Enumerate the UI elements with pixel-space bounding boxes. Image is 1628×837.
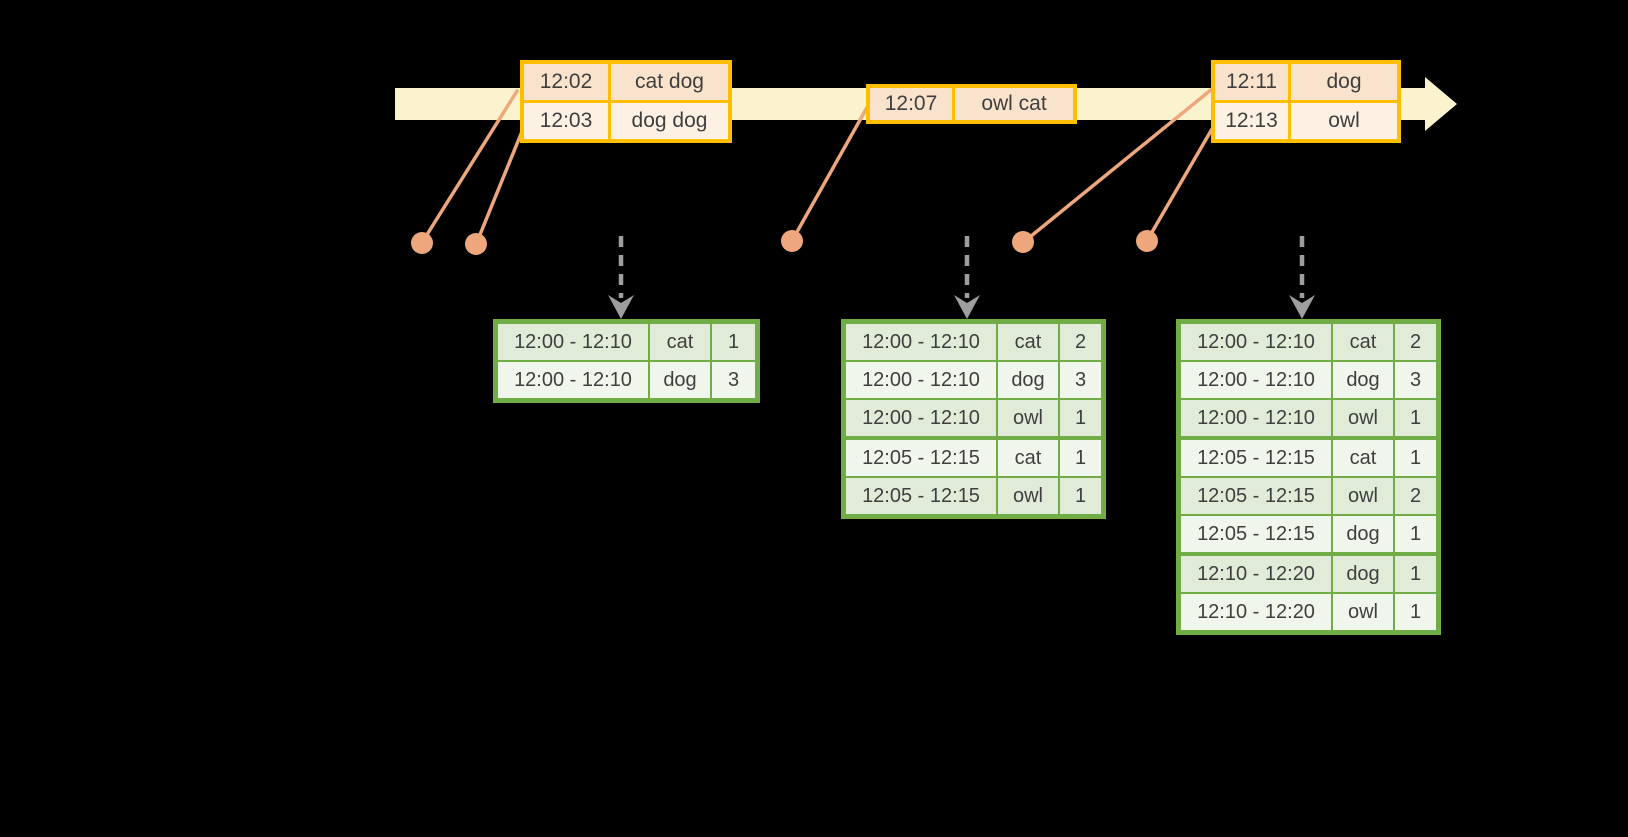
word-cell: owl xyxy=(1333,400,1393,436)
event-box-2: 12:07 owl cat xyxy=(866,84,1077,124)
word-cell: dog xyxy=(650,362,710,398)
trigger-arrow-1-head xyxy=(608,295,634,319)
result-row: 12:00 - 12:10 cat 2 xyxy=(1181,324,1436,360)
window-cell: 12:05 - 12:15 xyxy=(1181,516,1331,552)
event-dot-3 xyxy=(781,230,803,252)
event-dot-1 xyxy=(411,232,433,254)
result-table-1: 12:00 - 12:10 cat 1 12:00 - 12:10 dog 3 xyxy=(493,319,760,403)
event-time: 12:02 xyxy=(524,64,608,100)
window-cell: 12:00 - 12:10 xyxy=(846,362,996,398)
trigger-arrow-3-head xyxy=(1289,295,1315,319)
event-words: owl xyxy=(1291,103,1397,139)
event-words: cat dog xyxy=(611,64,728,100)
timeline-arrowhead xyxy=(1425,77,1457,131)
event-row: 12:13 owl xyxy=(1215,103,1397,139)
result-row: 12:10 - 12:20 dog 1 xyxy=(1181,556,1436,592)
result-row: 12:00 - 12:10 cat 1 xyxy=(498,324,755,360)
word-cell: dog xyxy=(1333,556,1393,592)
count-cell: 3 xyxy=(1395,362,1436,398)
window-cell: 12:00 - 12:10 xyxy=(1181,324,1331,360)
event-time: 12:07 xyxy=(870,88,952,120)
window-cell: 12:10 - 12:20 xyxy=(1181,556,1331,592)
word-cell: cat xyxy=(998,440,1058,476)
word-cell: cat xyxy=(1333,440,1393,476)
count-cell: 1 xyxy=(1395,556,1436,592)
event-time: 12:11 xyxy=(1215,64,1288,100)
event-row: 12:11 dog xyxy=(1215,64,1397,100)
word-cell: owl xyxy=(998,400,1058,436)
event-words: dog xyxy=(1291,64,1397,100)
event-time: 12:03 xyxy=(524,103,608,139)
count-cell: 1 xyxy=(1395,400,1436,436)
window-cell: 12:10 - 12:20 xyxy=(1181,594,1331,630)
event-time: 12:13 xyxy=(1215,103,1288,139)
connector-line-2 xyxy=(475,127,525,244)
count-cell: 3 xyxy=(712,362,755,398)
result-row: 12:05 - 12:15 dog 1 xyxy=(1181,516,1436,552)
result-row: 12:10 - 12:20 owl 1 xyxy=(1181,594,1436,630)
count-cell: 2 xyxy=(1395,478,1436,514)
word-cell: owl xyxy=(1333,594,1393,630)
window-cell: 12:05 - 12:15 xyxy=(1181,440,1331,476)
event-dot-2 xyxy=(465,233,487,255)
event-row: 12:03 dog dog xyxy=(524,103,728,139)
word-cell: dog xyxy=(1333,516,1393,552)
result-row: 12:00 - 12:10 cat 2 xyxy=(846,324,1101,360)
result-row: 12:00 - 12:10 dog 3 xyxy=(498,362,755,398)
result-row: 12:05 - 12:15 cat 1 xyxy=(846,440,1101,476)
event-box-1: 12:02 cat dog 12:03 dog dog xyxy=(520,60,732,143)
window-cell: 12:00 - 12:10 xyxy=(498,362,648,398)
result-row: 12:00 - 12:10 dog 3 xyxy=(1181,362,1436,398)
count-cell: 1 xyxy=(1395,594,1436,630)
word-cell: cat xyxy=(650,324,710,360)
count-cell: 1 xyxy=(1060,478,1101,514)
result-table-2: 12:00 - 12:10 cat 2 12:00 - 12:10 dog 3 … xyxy=(841,319,1106,519)
trigger-arrow-2-head xyxy=(954,295,980,319)
count-cell: 1 xyxy=(1060,440,1101,476)
result-row: 12:00 - 12:10 dog 3 xyxy=(846,362,1101,398)
window-cell: 12:00 - 12:10 xyxy=(846,400,996,436)
event-words: owl cat xyxy=(955,88,1073,120)
count-cell: 1 xyxy=(1395,440,1436,476)
word-cell: owl xyxy=(1333,478,1393,514)
window-cell: 12:00 - 12:10 xyxy=(846,324,996,360)
result-row: 12:05 - 12:15 cat 1 xyxy=(1181,440,1436,476)
word-cell: cat xyxy=(998,324,1058,360)
window-cell: 12:05 - 12:15 xyxy=(846,440,996,476)
event-row: 12:02 cat dog xyxy=(524,64,728,100)
count-cell: 1 xyxy=(1060,400,1101,436)
trigger-arrows xyxy=(608,236,1315,319)
result-row: 12:05 - 12:15 owl 2 xyxy=(1181,478,1436,514)
window-cell: 12:05 - 12:15 xyxy=(846,478,996,514)
count-cell: 2 xyxy=(1060,324,1101,360)
word-cell: dog xyxy=(998,362,1058,398)
event-words: dog dog xyxy=(611,103,728,139)
connector-line-5 xyxy=(1146,127,1214,241)
event-row: 12:07 owl cat xyxy=(870,88,1073,120)
word-cell: cat xyxy=(1333,324,1393,360)
result-row: 12:00 - 12:10 owl 1 xyxy=(1181,400,1436,436)
event-box-3: 12:11 dog 12:13 owl xyxy=(1211,60,1401,143)
count-cell: 2 xyxy=(1395,324,1436,360)
result-row: 12:00 - 12:10 owl 1 xyxy=(846,400,1101,436)
result-row: 12:05 - 12:15 owl 1 xyxy=(846,478,1101,514)
result-table-3: 12:00 - 12:10 cat 2 12:00 - 12:10 dog 3 … xyxy=(1176,319,1441,635)
window-cell: 12:05 - 12:15 xyxy=(1181,478,1331,514)
window-cell: 12:00 - 12:10 xyxy=(498,324,648,360)
count-cell: 1 xyxy=(712,324,755,360)
event-dots xyxy=(411,230,1158,255)
event-dot-5 xyxy=(1136,230,1158,252)
count-cell: 3 xyxy=(1060,362,1101,398)
event-dot-4 xyxy=(1012,231,1034,253)
window-cell: 12:00 - 12:10 xyxy=(1181,400,1331,436)
count-cell: 1 xyxy=(1395,516,1436,552)
word-cell: owl xyxy=(998,478,1058,514)
word-cell: dog xyxy=(1333,362,1393,398)
connector-line-3 xyxy=(791,102,871,241)
window-cell: 12:00 - 12:10 xyxy=(1181,362,1331,398)
